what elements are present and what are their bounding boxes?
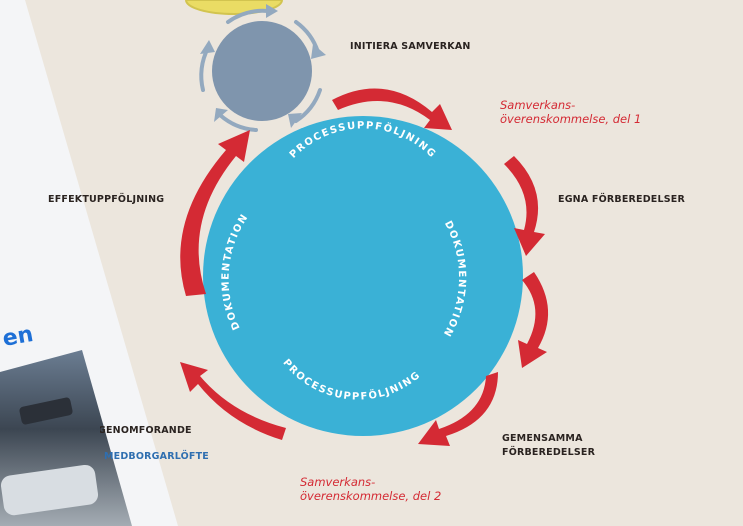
note-agreement-part1-line2: överenskommelse, del 1 (500, 112, 642, 126)
note-agreement-part2-line1: Samverkans- (300, 475, 376, 489)
small-cycle-arrowheads (200, 4, 326, 128)
initiate-circle (212, 21, 312, 121)
arrow-own-prep-to-joint-prep (518, 272, 549, 368)
photo-car (0, 464, 99, 516)
label-joint-prep-line1: GEMENSAMMA (502, 433, 583, 444)
arrow-evaluation-to-initiate (180, 130, 250, 296)
label-evaluation: EFFEKTUPPFÖLJNING (48, 194, 165, 205)
note-agreement-part1-line1: Samverkans- (500, 98, 576, 112)
photo-car-window (19, 397, 73, 425)
note-agreement-part1: Samverkans- överenskommelse, del 1 (500, 98, 641, 126)
label-own-prep: EGNA FÖRBEREDELSER (558, 194, 685, 205)
label-implementation: GENOMFÖRANDE (98, 425, 192, 436)
label-citizen-promise: MEDBORGARLÖFTE (104, 451, 209, 462)
process-arrows (180, 88, 549, 446)
note-agreement-part2: Samverkans- överenskommelse, del 2 (300, 475, 441, 503)
photo-heading-fragment: en (1, 322, 35, 352)
label-joint-prep-line2: FÖRBEREDELSER (502, 447, 596, 458)
arrow-agreement2-to-implementation (180, 362, 286, 440)
label-joint-prep: GEMENSAMMA FÖRBEREDELSER (502, 432, 595, 460)
process-circle (203, 116, 523, 436)
arrow-initiate-to-agreement1 (332, 88, 452, 130)
arrow-agreement1-to-own-prep (504, 156, 545, 256)
arrow-joint-prep-to-agreement2 (418, 372, 498, 446)
note-agreement-part2-line2: överenskommelse, del 2 (300, 489, 442, 503)
label-initiate: INITIERA SAMVERKAN (350, 41, 471, 52)
